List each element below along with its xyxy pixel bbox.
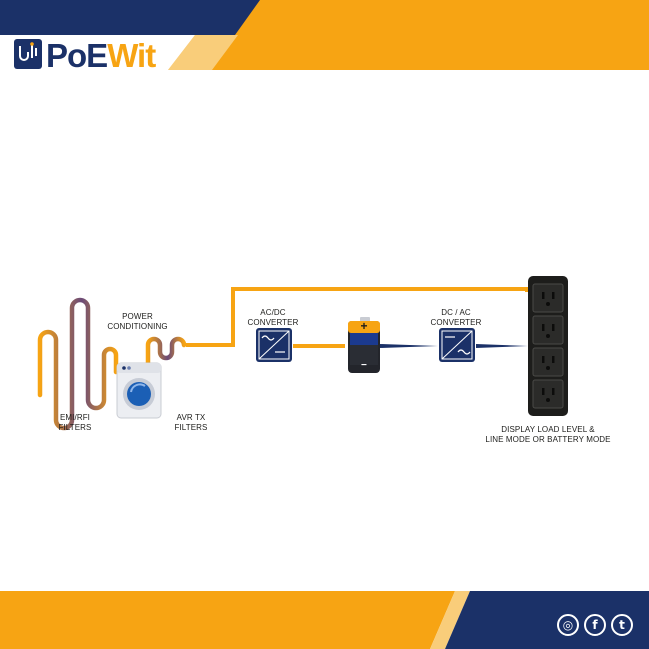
- power-conditioner-appliance: [117, 363, 161, 418]
- instagram-icon[interactable]: ◎: [557, 614, 579, 636]
- outlet-socket: [533, 380, 563, 408]
- twitter-icon[interactable]: t: [611, 614, 633, 636]
- footer-banner: [0, 591, 649, 649]
- plug-circuit-icon: [14, 39, 42, 69]
- label-display-load-level: DISPLAY LOAD LEVEL & LINE MODE OR BATTER…: [478, 425, 618, 445]
- facebook-icon[interactable]: f: [584, 614, 606, 636]
- brand-name-part2: Wit: [107, 37, 155, 74]
- battery-plus-symbol: +: [357, 320, 371, 332]
- label-emi-rfi-filters: EMI/RFI FILTERS: [50, 413, 100, 433]
- label-ac-dc-converter: AC/DC CONVERTER: [238, 308, 308, 328]
- outlet-socket: [533, 348, 563, 376]
- outlet-socket: [533, 316, 563, 344]
- dc-ac-converter-icon: [439, 328, 475, 362]
- brand-name-part1: PoE: [46, 37, 107, 74]
- power-strip: [528, 276, 568, 416]
- label-power-conditioning: POWER CONDITIONING: [100, 312, 175, 332]
- battery-minus-symbol: −: [357, 361, 371, 371]
- ac-dc-converter-icon: [256, 328, 292, 362]
- label-dc-ac-converter: DC / AC CONVERTER: [421, 308, 491, 328]
- converter-link-wires: [293, 344, 528, 348]
- label-avr-tx-filters: AVR TX FILTERS: [166, 413, 216, 433]
- brand-logo: PoEWit: [46, 37, 155, 75]
- outlet-socket: [533, 284, 563, 312]
